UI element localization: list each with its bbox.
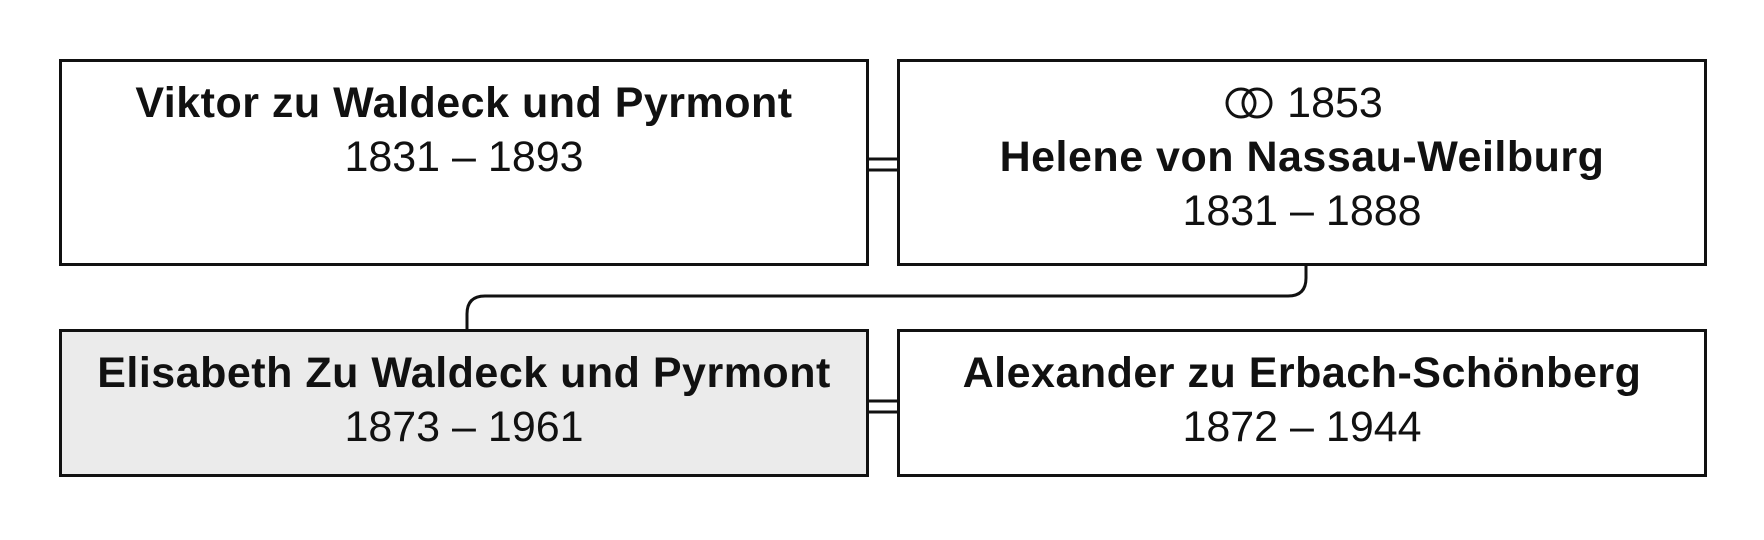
mother-box[interactable]: 1853 Helene von Nassau-Weilburg 1831 – 1… — [897, 59, 1707, 266]
father-dates: 1831 – 1893 — [344, 133, 584, 181]
marriage-year: 1853 — [1287, 79, 1383, 127]
subject-name: Elisabeth Zu Waldeck und Pyrmont — [97, 349, 831, 397]
rings-icon — [1225, 87, 1273, 119]
parents-marriage-link — [866, 157, 897, 172]
couple-marriage-link — [866, 399, 897, 414]
father-box[interactable]: Viktor zu Waldeck und Pyrmont 1831 – 189… — [59, 59, 869, 266]
mother-dates: 1831 – 1888 — [1182, 187, 1422, 235]
subject-box[interactable]: Elisabeth Zu Waldeck und Pyrmont 1873 – … — [59, 329, 869, 477]
spouse-dates: 1872 – 1944 — [1182, 403, 1422, 451]
father-name: Viktor zu Waldeck und Pyrmont — [135, 79, 793, 127]
mother-name: Helene von Nassau-Weilburg — [999, 133, 1605, 181]
marriage-info: 1853 — [900, 76, 1704, 130]
descent-line — [465, 265, 1308, 329]
spouse-box[interactable]: Alexander zu Erbach-Schönberg 1872 – 194… — [897, 329, 1707, 477]
subject-dates: 1873 – 1961 — [344, 403, 584, 451]
spouse-name: Alexander zu Erbach-Schönberg — [962, 349, 1642, 397]
